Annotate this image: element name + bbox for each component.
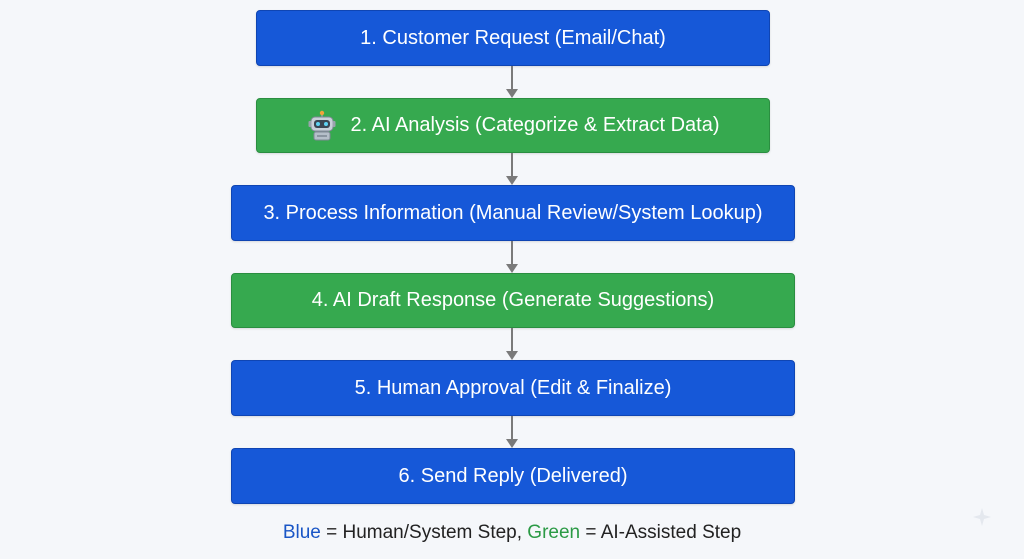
connector-line: [511, 66, 513, 89]
legend-blue-desc: = Human/System Step,: [320, 522, 528, 543]
step-label: 2. AI Analysis (Categorize & Extract Dat…: [350, 114, 720, 136]
connector-line: [511, 416, 513, 439]
arrow-down-icon: [506, 264, 518, 273]
step-5-human-approval: 5. Human Approval (Edit & Finalize): [231, 360, 795, 416]
arrow-down-icon: [506, 176, 518, 185]
connector-line: [511, 241, 513, 264]
step-label: 6. Send Reply (Delivered): [398, 464, 628, 487]
arrow-down-icon: [506, 351, 518, 360]
legend-green-desc: = AI-Assisted Step: [580, 522, 742, 543]
step-4-ai-draft-response: 4. AI Draft Response (Generate Suggestio…: [231, 273, 795, 328]
step-label: 1. Customer Request (Email/Chat): [360, 26, 666, 49]
legend-blue-word: Blue: [282, 522, 321, 543]
step-label: 4. AI Draft Response (Generate Suggestio…: [311, 289, 715, 311]
step-label: 5. Human Approval (Edit & Finalize): [354, 376, 672, 399]
arrow-down-icon: [506, 89, 518, 98]
step-2-ai-analysis: 2. AI Analysis (Categorize & Extract Dat…: [256, 98, 770, 153]
sparkle-icon: [973, 508, 991, 526]
step-label: 3. Process Information (Manual Review/Sy…: [263, 201, 763, 224]
step-1-customer-request: 1. Customer Request (Email/Chat): [256, 10, 770, 66]
connector-line: [511, 153, 513, 176]
step-3-process-information: 3. Process Information (Manual Review/Sy…: [231, 185, 795, 241]
connector-line: [511, 328, 513, 351]
robot-icon: [308, 110, 336, 140]
arrow-down-icon: [506, 439, 518, 448]
step-6-send-reply: 6. Send Reply (Delivered): [231, 448, 795, 504]
legend: Blue = Human/System Step, Green = AI-Ass…: [0, 522, 1024, 544]
legend-green-word: Green: [527, 522, 581, 543]
